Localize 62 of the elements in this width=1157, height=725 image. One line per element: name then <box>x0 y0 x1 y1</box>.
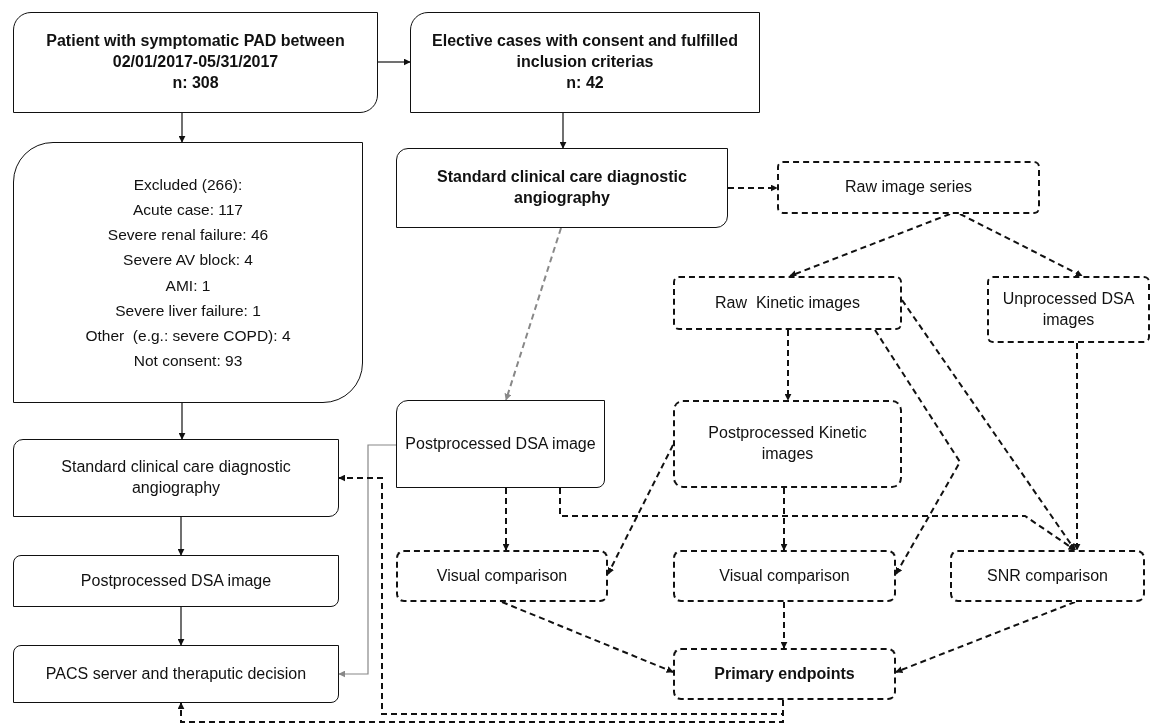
process-box <box>13 12 378 113</box>
node-text: Severe liver failure: 1 <box>115 300 261 321</box>
process-box <box>13 142 363 403</box>
node-text: Not consent: 93 <box>133 350 243 371</box>
dashed-process-box <box>673 400 902 488</box>
process-box <box>13 439 339 517</box>
arrow <box>177 516 185 556</box>
arrow <box>338 444 397 678</box>
arrow <box>959 213 1083 277</box>
arrow <box>178 402 186 440</box>
dashed-process-box <box>987 276 1150 343</box>
arrow <box>780 487 788 551</box>
arrow <box>1073 342 1081 551</box>
arrow <box>178 112 186 143</box>
node-text: Postprocessed DSA image <box>405 433 596 454</box>
node-text: Raw image series <box>844 177 973 198</box>
node-text: n: 42 <box>566 72 604 93</box>
node-text: Excluded (266): <box>133 175 243 196</box>
process-box <box>13 555 339 607</box>
arrow <box>780 601 788 649</box>
arrow <box>789 213 951 277</box>
arrow <box>501 601 674 673</box>
arrow <box>559 112 567 149</box>
process-box <box>13 645 339 703</box>
arrow <box>502 487 510 551</box>
node-text: Unprocessed DSA images <box>1001 288 1136 330</box>
node-text: Standard clinical care diagnostic angiography <box>60 457 292 498</box>
node-text: Postprocessed DSA image <box>80 570 272 591</box>
process-box <box>410 12 760 113</box>
arrow <box>607 444 674 575</box>
node-text: PACS server and theraputic decision <box>45 663 307 684</box>
node-text: Raw Kinetic images <box>715 292 860 313</box>
node-text: SNR comparison <box>987 565 1108 586</box>
node-text: AMI: 1 <box>165 275 211 296</box>
process-box <box>396 400 605 488</box>
dashed-process-box <box>673 276 902 330</box>
node-text: Visual comparison <box>719 565 850 586</box>
node-text: Other (e.g.: severe COPD): 4 <box>85 325 291 346</box>
dashed-process-box <box>950 550 1145 602</box>
node-text: Visual comparison <box>436 565 568 586</box>
arrow <box>727 184 778 192</box>
dashed-process-box <box>673 648 896 700</box>
process-box <box>396 148 728 228</box>
arrow <box>377 58 411 66</box>
node-text: Severe AV block: 4 <box>123 250 253 271</box>
node-text: Acute case: 117 <box>133 200 243 221</box>
arrow <box>338 474 784 715</box>
arrow <box>559 487 1076 551</box>
dashed-process-box <box>396 550 608 602</box>
node-text: Primary endpoints <box>714 663 855 684</box>
arrow <box>901 299 1076 551</box>
arrow <box>874 329 962 575</box>
arrow <box>895 601 1076 673</box>
node-text: Severe renal failure: 46 <box>107 225 269 246</box>
arrow <box>784 329 792 401</box>
dashed-process-box <box>673 550 896 602</box>
arrow <box>177 606 185 646</box>
node-text: n: 308 <box>172 72 219 93</box>
arrow <box>504 227 562 401</box>
node-text: Postprocessed Kinetic images <box>707 423 868 464</box>
node-text: Standard clinical care diagnostic angiography <box>436 167 688 208</box>
dashed-process-box <box>777 161 1040 214</box>
